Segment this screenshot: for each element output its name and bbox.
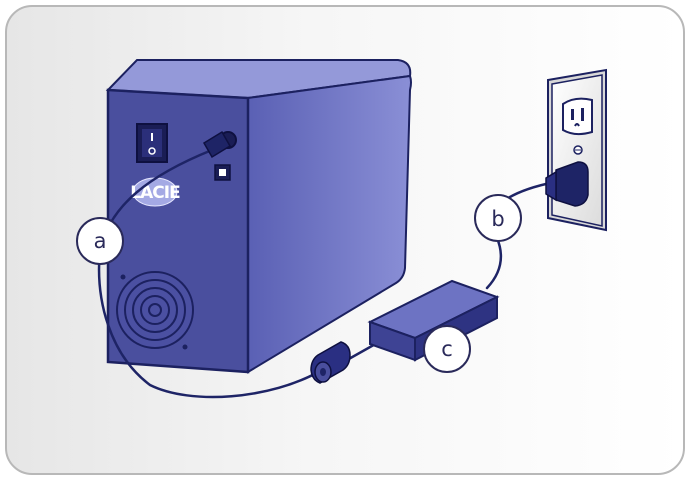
wall-plug	[545, 161, 589, 207]
hard-drive-enclosure: LACIE	[105, 59, 412, 374]
drive-side-face	[247, 74, 412, 374]
callout-c: c	[423, 325, 471, 373]
callout-b: b	[474, 194, 522, 242]
callout-a-label: a	[94, 229, 107, 253]
fan-grille	[116, 271, 194, 349]
callout-b-label: b	[491, 207, 504, 231]
callout-c-label: c	[441, 337, 453, 361]
callout-a: a	[76, 217, 124, 265]
drive-power-plug	[202, 130, 232, 159]
ferrite-bead	[310, 341, 351, 384]
